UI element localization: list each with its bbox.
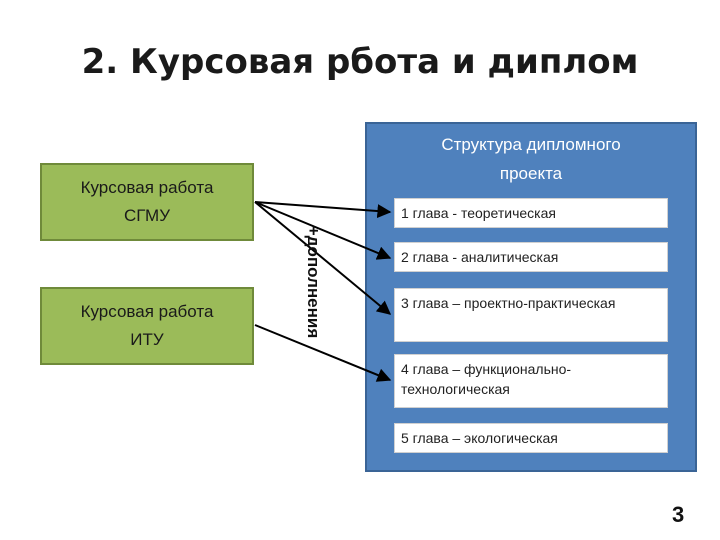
source-box-itu-line1: Курсовая работа bbox=[80, 302, 214, 321]
chapter-2-box: 2 глава - аналитическая bbox=[394, 242, 668, 272]
source-box-itu: Курсовая работа ИТУ bbox=[40, 287, 254, 365]
structure-panel-title-line2: проекта bbox=[499, 164, 563, 183]
chapter-1-box: 1 глава - теоретическая bbox=[394, 198, 668, 228]
arrow-itu-to-chapter-4 bbox=[254, 324, 392, 382]
slide-title: 2. Курсовая рбота и диплом bbox=[81, 42, 639, 82]
chapter-3-box: 3 глава – проектно-практическая bbox=[394, 288, 668, 342]
chapter-5-box: 5 глава – экологическая bbox=[394, 423, 668, 453]
source-box-sgmu: Курсовая работа СГМУ bbox=[40, 163, 254, 241]
connector-label: +дополнения bbox=[304, 225, 323, 339]
page-number: 3 bbox=[672, 502, 685, 527]
structure-panel-title: Структура дипломного проекта bbox=[365, 130, 697, 188]
source-box-sgmu-line1: Курсовая работа bbox=[80, 178, 214, 197]
chapter-4-box: 4 глава – функционально-технологическая bbox=[394, 354, 668, 408]
source-box-sgmu-line2: СГМУ bbox=[123, 206, 171, 225]
arrow-sgmu-to-chapter-1 bbox=[254, 201, 392, 219]
arrow-sgmu-to-chapter-3 bbox=[254, 201, 392, 315]
source-box-itu-line2: ИТУ bbox=[130, 330, 164, 349]
structure-panel-title-line1: Структура дипломного bbox=[441, 135, 621, 154]
arrow-sgmu-to-chapter-2 bbox=[254, 201, 392, 260]
